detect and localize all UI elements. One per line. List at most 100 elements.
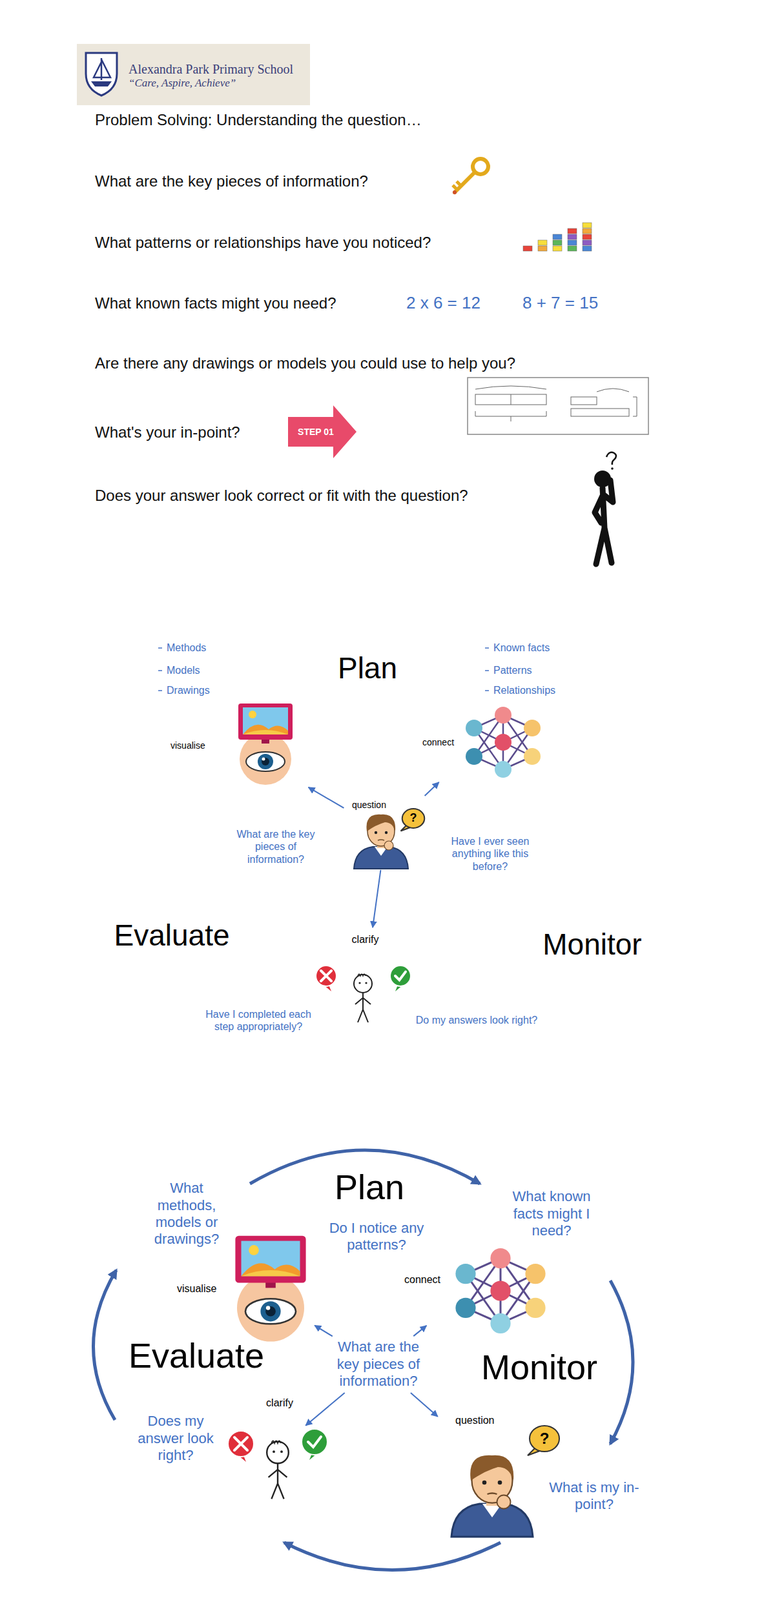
cycle-arrow bbox=[610, 1281, 633, 1445]
speech-bubble bbox=[527, 1426, 560, 1457]
prompt-question: What methods, models or drawings? bbox=[147, 1180, 226, 1250]
thinking-pupil-part bbox=[374, 831, 378, 835]
pattern-blocks-part bbox=[537, 240, 548, 246]
connect-icon-part bbox=[525, 1264, 546, 1285]
node-label: What are the key pieces of information? bbox=[329, 1339, 428, 1391]
pattern-blocks-part bbox=[552, 246, 562, 252]
list-item: Models bbox=[166, 664, 264, 677]
node-label: visualise bbox=[170, 740, 206, 752]
cross-badge bbox=[227, 1431, 254, 1463]
connect-icon-part bbox=[455, 1298, 476, 1319]
node-label: connect bbox=[404, 1274, 441, 1287]
pattern-blocks-part bbox=[582, 222, 592, 228]
list-bullet bbox=[158, 647, 163, 650]
school-crest-part bbox=[91, 81, 112, 87]
heading: Problem Solving: Understanding the quest… bbox=[94, 111, 677, 130]
question-group: question bbox=[345, 797, 427, 869]
cycle-arrow bbox=[284, 1543, 501, 1572]
tick-badge bbox=[301, 1429, 328, 1461]
tick-badge-part bbox=[395, 972, 406, 982]
thinking-pupil-part bbox=[497, 1481, 503, 1487]
prompt-question: Do I notice any patterns? bbox=[318, 1220, 435, 1255]
visualise-icon-part bbox=[242, 707, 289, 735]
thinking-pupil-part bbox=[353, 847, 409, 870]
visualise-icon-part bbox=[260, 1302, 281, 1323]
pattern-blocks-part bbox=[567, 240, 577, 246]
pattern-blocks-part bbox=[552, 240, 562, 246]
thinking-figure-part bbox=[610, 467, 614, 471]
thinking-figure-part bbox=[606, 452, 617, 465]
connect-icon bbox=[455, 1249, 546, 1335]
known-fact: 8 + 7 = 15 bbox=[522, 293, 633, 314]
visualise-icon-part bbox=[248, 711, 257, 719]
cross-badge-part bbox=[315, 966, 337, 987]
bar-model-picture-part bbox=[475, 386, 547, 422]
visualise-icon bbox=[235, 1236, 306, 1343]
node-label: clarify bbox=[339, 933, 392, 947]
stage-heading: Evaluate bbox=[81, 918, 263, 954]
key-icon-part bbox=[452, 190, 457, 195]
prompt: Are there any drawings or models you cou… bbox=[94, 354, 677, 374]
cycle-arrow bbox=[93, 1271, 117, 1421]
visualise-icon-part bbox=[237, 1275, 305, 1343]
prompt: What are the key pieces of information? bbox=[94, 172, 548, 192]
school-crest-part bbox=[93, 58, 111, 81]
speech-bubble bbox=[401, 809, 425, 832]
connect-icon-part bbox=[523, 720, 541, 737]
prompt: What known facts might you need? bbox=[94, 294, 393, 314]
list-item: Methods bbox=[166, 641, 264, 655]
thinking-pupil-part bbox=[451, 1504, 533, 1538]
visualise-icon-part bbox=[266, 1306, 271, 1312]
connect-icon-part bbox=[494, 761, 512, 779]
visualise-group: visualise bbox=[174, 1246, 323, 1326]
node-label: connect bbox=[422, 737, 455, 749]
clarify-group: clarify bbox=[339, 930, 392, 1034]
pattern-blocks-part bbox=[582, 228, 592, 234]
visualise-icon bbox=[238, 703, 293, 786]
connect-icon-part bbox=[490, 1249, 511, 1270]
prompt-question: Have I completed each step appropriately… bbox=[202, 1008, 316, 1034]
visualise-icon-part bbox=[248, 1245, 259, 1257]
prompt-question: Do my answers look right? bbox=[402, 1014, 551, 1027]
thinking-figure-part bbox=[594, 480, 613, 565]
visualise-icon-part bbox=[245, 1299, 296, 1325]
thinking-pupil bbox=[451, 1456, 533, 1538]
visualise-icon-part bbox=[241, 1271, 301, 1277]
visualise-icon-part bbox=[265, 1307, 276, 1318]
bar-model-picture-part bbox=[596, 388, 637, 417]
clarify-figure-part bbox=[271, 1441, 281, 1445]
list-bullet bbox=[158, 670, 163, 672]
visualise-icon-part bbox=[242, 725, 289, 735]
bar-model-picture-part bbox=[467, 377, 649, 435]
clarify-figure-part bbox=[353, 975, 372, 994]
thinking-figure bbox=[594, 452, 617, 565]
list-item: Known facts bbox=[493, 641, 604, 655]
visualise-icon-part bbox=[238, 703, 293, 741]
arrow-connector bbox=[372, 870, 381, 929]
list-bullet bbox=[158, 690, 163, 692]
node-label: question bbox=[351, 800, 387, 812]
bar-model-picture-part bbox=[475, 394, 547, 405]
bar-model-picture bbox=[467, 377, 649, 435]
list-bullet bbox=[485, 690, 489, 692]
connect-icon-part bbox=[494, 734, 512, 752]
school-crest-part bbox=[85, 52, 117, 96]
connect-icon-part bbox=[490, 1281, 511, 1302]
school-logo: Alexandra Park Primary School“Care, Aspi… bbox=[76, 43, 310, 106]
prompt-question: What is my in-point? bbox=[545, 1480, 643, 1515]
node-label: visualise bbox=[176, 1283, 217, 1296]
clarify-figure-part bbox=[358, 982, 361, 985]
tick-badge-part bbox=[308, 1437, 321, 1448]
connect-icon-part bbox=[525, 1298, 546, 1319]
list-bullet bbox=[485, 670, 489, 672]
connect-icon-part bbox=[455, 1264, 476, 1285]
clarify-figure bbox=[266, 1441, 289, 1500]
bubble-mark: ? bbox=[534, 1430, 555, 1450]
list-item: Patterns bbox=[493, 664, 604, 677]
clarify-figure-part bbox=[364, 982, 367, 985]
stage-heading: Plan bbox=[298, 1167, 441, 1209]
thinking-pupil-part bbox=[482, 1481, 487, 1487]
list-item: Drawings bbox=[166, 684, 264, 697]
step-arrow: STEP 01 bbox=[288, 405, 357, 459]
school-crest bbox=[82, 50, 121, 97]
